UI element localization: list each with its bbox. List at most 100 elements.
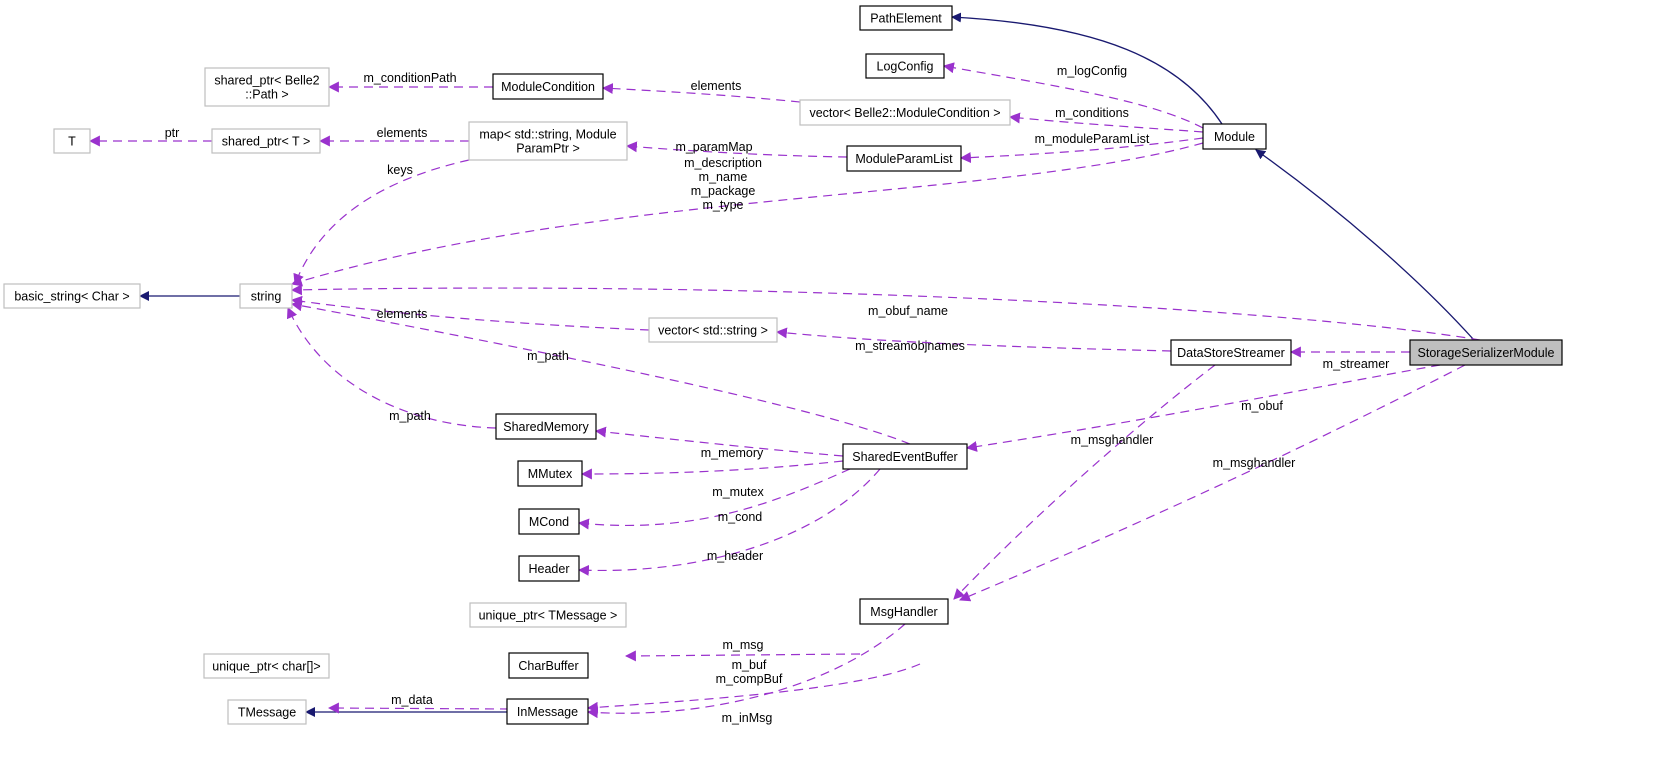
node-label: vector< std::string > bbox=[658, 323, 768, 337]
usage-edge-module-param-list-to-map-param bbox=[625, 141, 848, 158]
node-label: string bbox=[251, 289, 282, 303]
usage-edge-shared-event-buffer-to-shared-memory bbox=[594, 426, 844, 457]
edge-label: ptr bbox=[165, 126, 180, 140]
node-label: ::Path > bbox=[245, 87, 288, 101]
edge-label: m_package bbox=[691, 184, 756, 198]
node-box bbox=[859, 598, 949, 625]
class-node-t: T bbox=[53, 128, 91, 154]
class-node-module[interactable]: Module bbox=[1202, 123, 1267, 150]
node-box bbox=[518, 508, 580, 535]
node-label: ParamPtr > bbox=[516, 141, 580, 155]
node-label: MMutex bbox=[528, 467, 573, 481]
node-label: basic_string< Char > bbox=[14, 289, 129, 303]
usage-edge-vector-string-to-string bbox=[290, 295, 650, 331]
edge-label: elements bbox=[377, 126, 428, 140]
class-node-in-message[interactable]: InMessage bbox=[506, 698, 589, 725]
edge-label: m_cond bbox=[718, 510, 763, 524]
class-node-tmessage: TMessage bbox=[227, 699, 307, 725]
class-node-storage-serializer-module[interactable]: StorageSerializerModule bbox=[1409, 339, 1563, 366]
node-box bbox=[227, 699, 307, 725]
class-node-mcond[interactable]: MCond bbox=[518, 508, 580, 535]
class-node-basic-string: basic_string< Char > bbox=[3, 283, 141, 309]
edge-label: m_obuf bbox=[1241, 399, 1283, 413]
node-label: ModuleParamList bbox=[855, 152, 953, 166]
edge-label: m_name bbox=[699, 170, 748, 184]
edge-label: m_buf bbox=[732, 658, 767, 672]
node-box bbox=[3, 283, 141, 309]
class-node-vector-module-condition: vector< Belle2::ModuleCondition > bbox=[799, 99, 1011, 126]
class-node-mmutex[interactable]: MMutex bbox=[517, 460, 583, 487]
node-box bbox=[846, 145, 962, 172]
class-node-shared-event-buffer[interactable]: SharedEventBuffer bbox=[842, 443, 968, 470]
edge-label: m_moduleParamList bbox=[1035, 132, 1150, 146]
node-box bbox=[1170, 339, 1292, 366]
class-node-msg-handler[interactable]: MsgHandler bbox=[859, 598, 949, 625]
edge-label: m_conditionPath bbox=[363, 71, 456, 85]
class-node-shared-memory[interactable]: SharedMemory bbox=[495, 413, 597, 440]
class-node-module-condition[interactable]: ModuleCondition bbox=[492, 73, 604, 100]
usage-edge-shared-event-buffer-to-header bbox=[577, 468, 881, 576]
edge-label: m_conditions bbox=[1055, 106, 1129, 120]
node-box bbox=[648, 317, 778, 343]
node-label: shared_ptr< Belle2 bbox=[214, 73, 319, 87]
node-box bbox=[203, 653, 330, 679]
node-label: PathElement bbox=[870, 11, 942, 25]
class-node-log-config[interactable]: LogConfig bbox=[865, 53, 945, 79]
class-node-string: string bbox=[239, 283, 293, 309]
usage-edge-storage-serializer-module-to-string bbox=[290, 284, 1481, 341]
node-box bbox=[518, 555, 580, 582]
node-label: Header bbox=[529, 562, 570, 576]
edges-layer bbox=[88, 12, 1481, 719]
edge-label: m_compBuf bbox=[716, 672, 783, 686]
usage-edge-module-to-string bbox=[290, 142, 1204, 287]
node-box bbox=[859, 5, 953, 31]
usage-edge-msg-handler-to-in-message bbox=[586, 623, 906, 719]
edge-label: m_type bbox=[703, 198, 744, 212]
class-node-data-store-streamer[interactable]: DataStoreStreamer bbox=[1170, 339, 1292, 366]
edge-label: m_mutex bbox=[712, 485, 764, 499]
node-label: SharedMemory bbox=[503, 420, 589, 434]
node-label: unique_ptr< TMessage > bbox=[479, 608, 618, 622]
class-node-header[interactable]: Header bbox=[518, 555, 580, 582]
usage-edge-shared-event-buffer-to-string bbox=[290, 300, 911, 445]
node-box bbox=[211, 128, 321, 154]
node-label: MsgHandler bbox=[870, 605, 937, 619]
edge-label: m_obuf_name bbox=[868, 304, 948, 318]
class-node-path-element[interactable]: PathElement bbox=[859, 5, 953, 31]
node-box bbox=[239, 283, 293, 309]
node-label: SharedEventBuffer bbox=[852, 450, 957, 464]
node-label: CharBuffer bbox=[518, 659, 578, 673]
inheritance-edge-module-to-path-element bbox=[951, 12, 1223, 125]
usage-edge-module-to-log-config bbox=[942, 62, 1204, 129]
node-label: unique_ptr< char[]> bbox=[212, 659, 320, 673]
node-box bbox=[842, 443, 968, 470]
usage-edge-map-param-to-string bbox=[293, 159, 470, 286]
edge-label: m_msghandler bbox=[1071, 433, 1154, 447]
node-label: Module bbox=[1214, 130, 1255, 144]
class-node-module-param-list[interactable]: ModuleParamList bbox=[846, 145, 962, 172]
node-box bbox=[799, 99, 1011, 126]
node-box bbox=[1202, 123, 1267, 150]
node-box bbox=[469, 602, 627, 628]
node-box bbox=[1409, 339, 1563, 366]
usage-edge-data-store-streamer-to-vector-string bbox=[775, 327, 1172, 352]
edge-label: m_logConfig bbox=[1057, 64, 1127, 78]
node-box bbox=[495, 413, 597, 440]
edge-label: m_paramMap bbox=[675, 140, 752, 154]
edge-label: m_path bbox=[389, 409, 431, 423]
node-label: DataStoreStreamer bbox=[1177, 346, 1285, 360]
node-box bbox=[508, 652, 589, 679]
edge-label: m_path bbox=[527, 349, 569, 363]
class-node-unique-ptr-tmessage: unique_ptr< TMessage > bbox=[469, 602, 627, 628]
class-node-char-buffer[interactable]: CharBuffer bbox=[508, 652, 589, 679]
inheritance-edge-storage-serializer-module-to-module bbox=[1255, 149, 1475, 341]
usage-edge-shared-memory-to-string bbox=[287, 306, 497, 429]
node-label: shared_ptr< T > bbox=[222, 134, 311, 148]
node-label: T bbox=[68, 134, 76, 148]
usage-edge-storage-serializer-module-to-msg-handler bbox=[958, 364, 1466, 602]
edge-labels-layer: m_logConfig m_conditions m_moduleParamList… bbox=[165, 64, 1390, 725]
usage-edge-module-to-vector-module-condition bbox=[1008, 112, 1204, 133]
node-box bbox=[865, 53, 945, 79]
